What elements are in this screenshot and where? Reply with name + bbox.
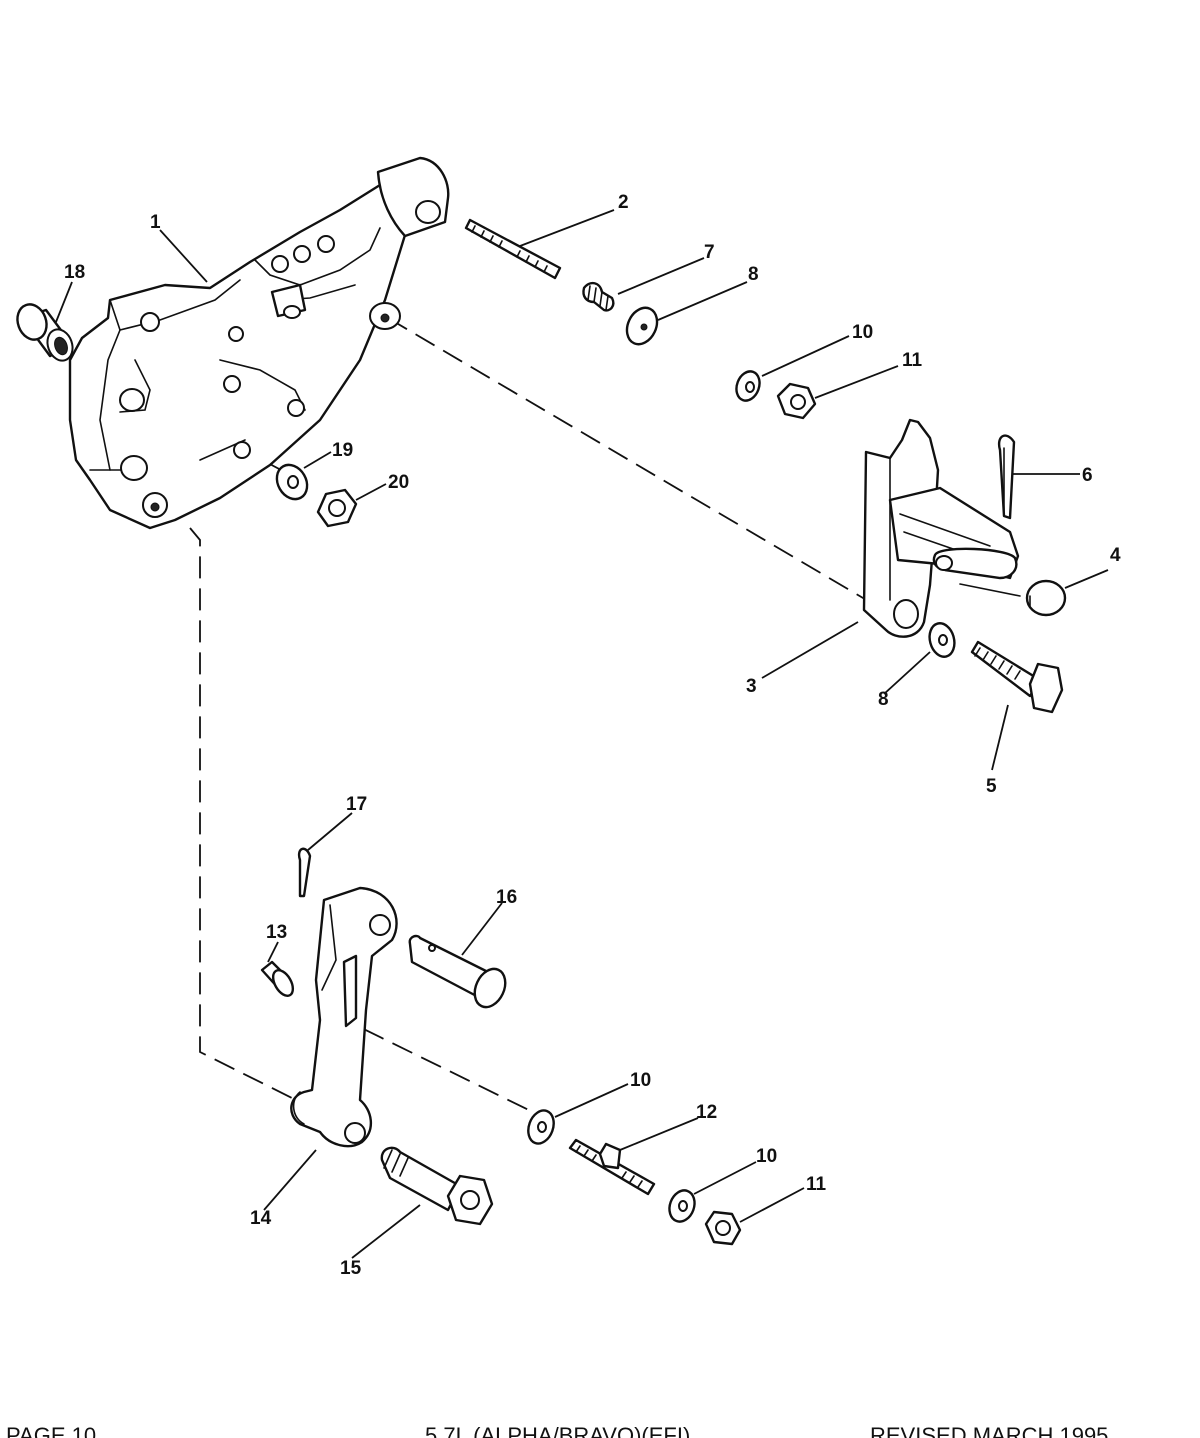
- callout-20: 20: [388, 472, 409, 493]
- leader-lines: [55, 209, 1109, 1259]
- callout-4: 4: [1110, 545, 1121, 566]
- callout-10-lower: 10: [756, 1146, 777, 1167]
- part-10-washer-upper: [735, 370, 761, 402]
- callout-2: 2: [618, 192, 629, 213]
- part-10-washer-lower: [668, 1189, 696, 1223]
- callout-1: 1: [150, 212, 161, 233]
- callout-5: 5: [986, 776, 997, 797]
- callout-numbers: 1 2 7 8 10 11 6 4 3 8 5 18 19 20 17 16 1…: [64, 192, 1121, 1279]
- callout-7: 7: [704, 242, 715, 263]
- callout-16: 16: [496, 887, 517, 908]
- callout-18: 18: [64, 262, 85, 283]
- callout-13: 13: [266, 922, 287, 943]
- part-18-bushing: [16, 303, 74, 362]
- part-6-cotter-pin: [997, 434, 1016, 520]
- part-8-washer-lower: [928, 622, 956, 658]
- footer-page-number: PAGE 10: [6, 1423, 97, 1438]
- part-11-nut-upper: [776, 382, 817, 420]
- footer-revised-date: REVISED MARCH 1995: [870, 1423, 1109, 1438]
- callout-11-lower: 11: [806, 1174, 827, 1195]
- part-1-bracket: [68, 156, 450, 530]
- callout-3: 3: [746, 676, 757, 697]
- callout-11-upper: 11: [902, 350, 923, 371]
- callout-12: 12: [696, 1102, 717, 1123]
- callout-19: 19: [332, 440, 353, 461]
- part-3-lever-bracket: [862, 418, 1021, 638]
- part-11-nut-lower: [704, 1210, 742, 1246]
- callout-14: 14: [250, 1208, 272, 1229]
- part-13-fitting: [260, 960, 295, 997]
- callout-17: 17: [346, 794, 367, 815]
- part-15-shoulder-bolt: [380, 1146, 494, 1226]
- callout-10-middle: 10: [630, 1070, 651, 1091]
- footer-model: 5.7L (ALPHA/BRAVO)(EFI): [425, 1423, 691, 1438]
- part-12-stud: [568, 1138, 656, 1196]
- callout-10-upper: 10: [852, 322, 873, 343]
- part-17-cotter-pin: [297, 847, 312, 898]
- part-14-shift-lever: [290, 886, 398, 1148]
- part-7-spring: [582, 281, 615, 312]
- part-8-washer-upper: [625, 306, 659, 346]
- callout-8-upper: 8: [748, 264, 759, 285]
- callout-8-lower: 8: [878, 689, 889, 710]
- part-20-nut: [316, 488, 358, 528]
- callout-6: 6: [1082, 465, 1093, 486]
- part-4-cap: [1025, 579, 1067, 617]
- part-2-stud: [464, 218, 562, 280]
- part-16-clevis-pin: [408, 934, 507, 1009]
- part-5-bolt: [970, 640, 1064, 714]
- part-19-washer: [275, 463, 309, 501]
- part-10-washer-middle: [527, 1109, 555, 1145]
- callout-15: 15: [340, 1258, 362, 1279]
